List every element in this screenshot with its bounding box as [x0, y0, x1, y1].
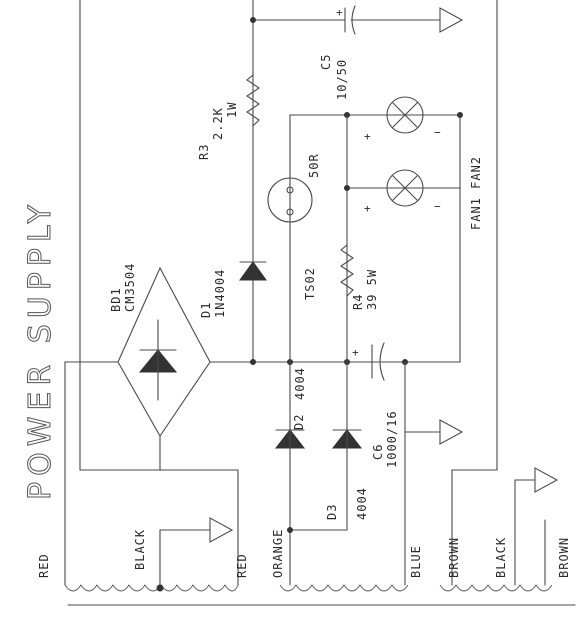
- bd1-value: CM3504: [123, 263, 137, 312]
- label-brown-left: BROWN: [447, 537, 461, 578]
- ground-icon-black2: [534, 467, 559, 493]
- c6-plus: +: [352, 346, 359, 359]
- r3-value1: 2.2K: [211, 107, 225, 140]
- fan2-x2: [392, 175, 418, 201]
- ts02-ref: TS02: [303, 267, 317, 300]
- transformer-winding-3: [439, 584, 553, 592]
- label-black: BLACK: [133, 529, 147, 570]
- title-power-supply: POWER SUPPLY: [23, 199, 58, 500]
- label-red-left: RED: [37, 553, 51, 578]
- label-black2: BLACK: [494, 537, 508, 578]
- ground-icon-black: [209, 517, 234, 543]
- r3-resistor: [246, 74, 260, 127]
- c6-plate-2: [379, 342, 385, 381]
- label-blue: BLUE: [409, 545, 423, 578]
- ground-icon-c6: [439, 419, 464, 445]
- c5-plus: +: [336, 6, 343, 19]
- junction-top: [250, 17, 256, 23]
- fan2-plus: +: [364, 202, 371, 215]
- fan1-x2: [392, 102, 418, 128]
- d1-ref: D1: [199, 302, 213, 318]
- fan2-icon: [386, 169, 424, 207]
- ts02-thermal-switch: [267, 177, 313, 223]
- c5-value: 10/50: [335, 59, 349, 100]
- bd1-ref: BD1: [109, 287, 123, 312]
- fan1-icon: [386, 96, 424, 134]
- junction-d1: [250, 359, 256, 365]
- r3-ref: R3: [197, 144, 211, 160]
- d3-value: 4004: [355, 487, 369, 520]
- c5-ref: C5: [319, 54, 333, 70]
- junction-fan-mid: [344, 185, 350, 191]
- fan1-minus: −: [434, 126, 441, 139]
- fan1-plus: +: [364, 130, 371, 143]
- r4-ref: R4: [351, 294, 365, 310]
- r4-resistor: [340, 244, 354, 297]
- label-orange: ORANGE: [271, 529, 285, 578]
- d2-ref: D2: [292, 414, 306, 430]
- transformer-winding-2: [279, 584, 409, 592]
- junction-d3-bottom: [287, 527, 293, 533]
- d1-diode: [239, 261, 267, 281]
- ts02-contact-1: [286, 186, 294, 194]
- transformer-tap-dot: [156, 584, 164, 592]
- c6-ref: C6: [371, 444, 385, 460]
- d2-value: 4004: [293, 367, 307, 400]
- ground-icon-top: [439, 7, 464, 33]
- c6-value: 1000/16: [385, 410, 399, 468]
- r4-value: 39 5W: [365, 269, 379, 310]
- ts02-contact-2: [286, 208, 294, 216]
- fans-label: FAN1 FAN2: [469, 156, 483, 230]
- d1-value: 1N4004: [213, 269, 227, 318]
- fan2-minus: −: [434, 200, 441, 213]
- r3-value2: 1W: [225, 102, 239, 118]
- label-brown-right: BROWN: [557, 537, 571, 578]
- ts02-value: 50R: [307, 153, 321, 178]
- transformer-winding-1: [64, 584, 239, 592]
- d3-ref: D3: [325, 504, 339, 520]
- label-red-right: RED: [235, 553, 249, 578]
